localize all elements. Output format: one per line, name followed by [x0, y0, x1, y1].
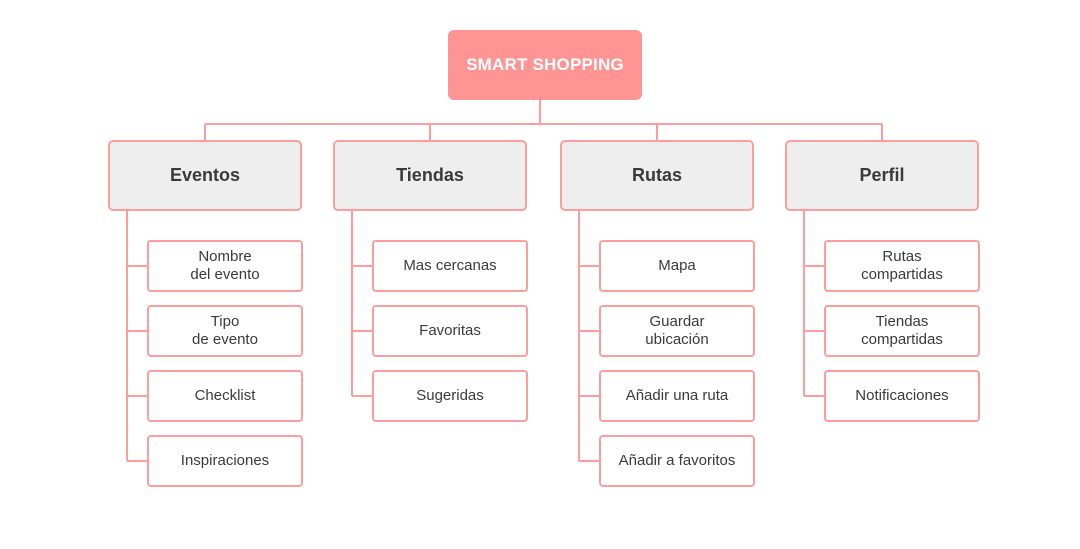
category-eventos: Eventos — [108, 140, 302, 211]
leaf-node-eventos: Inspiraciones — [147, 435, 303, 487]
category-rutas: Rutas — [560, 140, 754, 211]
leaf-node-rutas: Añadir una ruta — [599, 370, 755, 422]
leaf-node-eventos: Nombre del evento — [147, 240, 303, 292]
category-tiendas: Tiendas — [333, 140, 527, 211]
leaf-node-tiendas: Mas cercanas — [372, 240, 528, 292]
leaf-node-perfil: Notificaciones — [824, 370, 980, 422]
leaf-node-tiendas: Sugeridas — [372, 370, 528, 422]
leaf-node-eventos: Tipo de evento — [147, 305, 303, 357]
leaf-node-perfil: Rutas compartidas — [824, 240, 980, 292]
leaf-node-perfil: Tiendas compartidas — [824, 305, 980, 357]
leaf-node-rutas: Mapa — [599, 240, 755, 292]
leaf-node-eventos: Checklist — [147, 370, 303, 422]
root-node: SMART SHOPPING — [448, 30, 642, 100]
category-perfil: Perfil — [785, 140, 979, 211]
leaf-node-rutas: Guardar ubicación — [599, 305, 755, 357]
leaf-node-rutas: Añadir a favoritos — [599, 435, 755, 487]
leaf-node-tiendas: Favoritas — [372, 305, 528, 357]
